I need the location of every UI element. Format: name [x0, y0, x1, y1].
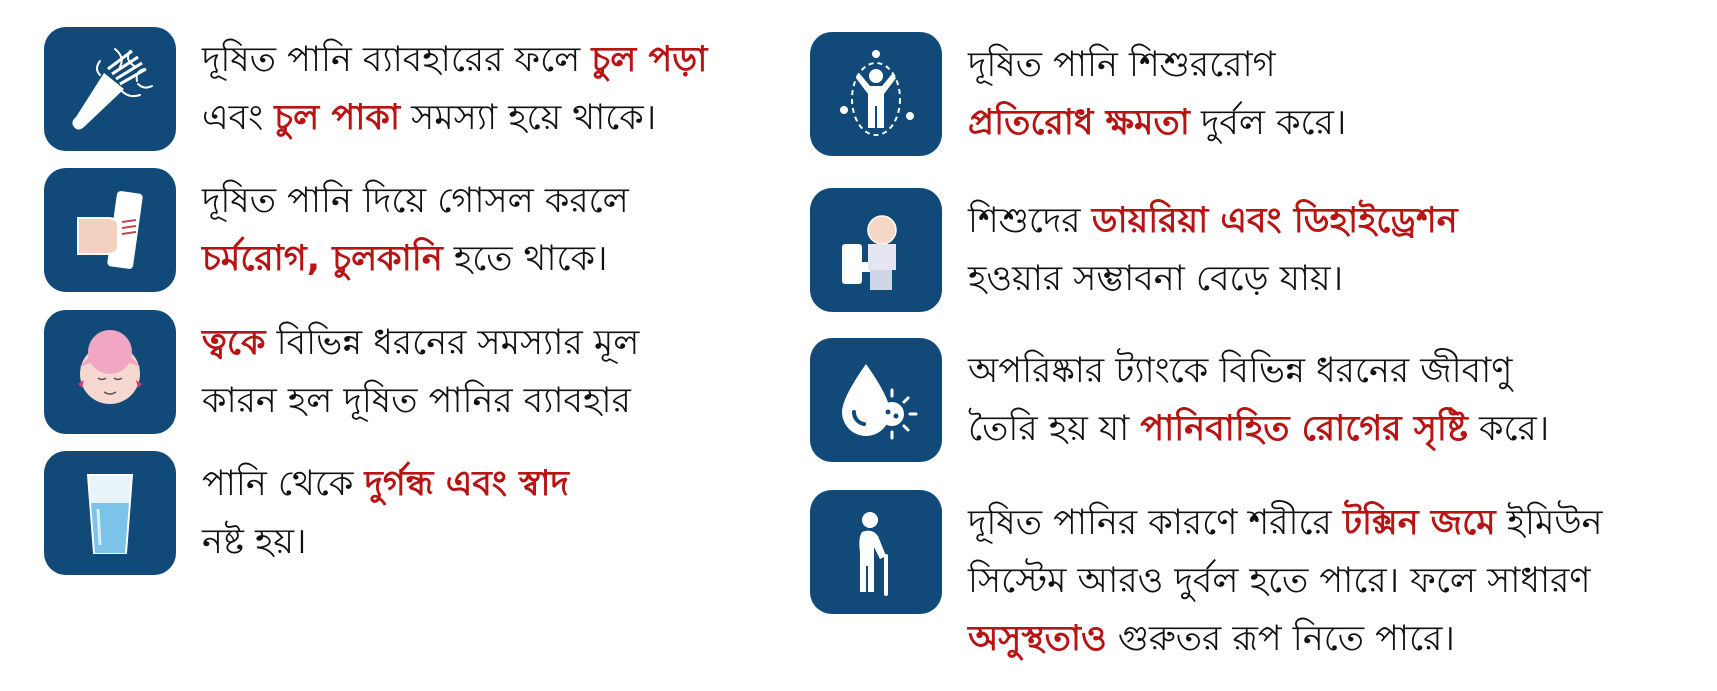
text-line: দূষিত পানির কারণে শরীরে টক্সিন জমে ইমিউন: [968, 503, 1603, 543]
text-line: দূষিত পানি দিয়ে গোসল করলে: [202, 181, 629, 221]
text-line: দূষিত পানি শিশুররোগ: [968, 45, 1276, 85]
info-text: ত্বকে বিভিন্ন ধরনের সমস্যার মূল কারন হল …: [202, 314, 639, 430]
text-line: তৈরি হয় যা পানিবাহিত রোগের সৃষ্টি করে।: [968, 409, 1550, 449]
elderly-cane-icon: [810, 490, 942, 614]
water-glass-icon: [44, 451, 176, 575]
info-item-toxins: দূষিত পানির কারণে শরীরে টক্সিন জমে ইমিউন…: [810, 490, 1603, 668]
info-text: দূষিত পানি ব্যাবহারের ফলে চুল পড়া এবং চ…: [202, 31, 707, 147]
info-item-smell-taste: পানি থেকে দুর্গন্ধ এবং স্বাদ নষ্ট হয়।: [44, 451, 569, 575]
immunity-person-icon: [810, 32, 942, 156]
info-item-diarrhea: শিশুদের ডায়রিয়া এবং ডিহাইড্রেশন হওয়ার…: [810, 188, 1458, 312]
toilet-child-icon: [810, 188, 942, 312]
info-item-immunity: দূষিত পানি শিশুররোগ প্রতিরোধ ক্ষমতা দুর্…: [810, 32, 1346, 156]
text-line: প্রতিরোধ ক্ষমতা দুর্বল করে।: [968, 103, 1347, 143]
text-line: দূষিত পানি ব্যাবহারের ফলে চুল পড়া: [202, 40, 708, 80]
info-text: অপরিষ্কার ট্যাংকে বিভিন্ন ধরনের জীবাণু ত…: [968, 342, 1549, 458]
comb-hair-icon: [44, 27, 176, 151]
info-text: দূষিত পানির কারণে শরীরে টক্সিন জমে ইমিউন…: [968, 494, 1603, 668]
text-line: অসুস্থতাও গুরুতর রূপ নিতে পারে।: [968, 619, 1455, 659]
scratching-hand-icon: [44, 168, 176, 292]
text-line: অপরিষ্কার ট্যাংকে বিভিন্ন ধরনের জীবাণু: [968, 351, 1513, 391]
info-text: শিশুদের ডায়রিয়া এবং ডিহাইড্রেশন হওয়ার…: [968, 192, 1458, 308]
text-line: ত্বকে বিভিন্ন ধরনের সমস্যার মূল: [202, 323, 640, 363]
text-line: নষ্ট হয়।: [202, 522, 307, 562]
info-item-germs: অপরিষ্কার ট্যাংকে বিভিন্ন ধরনের জীবাণু ত…: [810, 338, 1549, 462]
text-line: চর্মরোগ, চুলকানি হতে থাকে।: [202, 239, 608, 279]
text-line: পানি থেকে দুর্গন্ধ এবং স্বাদ: [202, 464, 569, 504]
info-item-skin-problems: ত্বকে বিভিন্ন ধরনের সমস্যার মূল কারন হল …: [44, 310, 639, 434]
info-text: দূষিত পানি শিশুররোগ প্রতিরোধ ক্ষমতা দুর্…: [968, 36, 1346, 152]
info-item-skin-disease: দূষিত পানি দিয়ে গোসল করলে চর্মরোগ, চুলক…: [44, 168, 629, 292]
text-line: শিশুদের ডায়রিয়া এবং ডিহাইড্রেশন: [968, 201, 1458, 241]
info-text: দূষিত পানি দিয়ে গোসল করলে চর্মরোগ, চুলক…: [202, 172, 629, 288]
info-text: পানি থেকে দুর্গন্ধ এবং স্বাদ নষ্ট হয়।: [202, 455, 569, 571]
info-item-hair-loss: দূষিত পানি ব্যাবহারের ফলে চুল পড়া এবং চ…: [44, 27, 707, 151]
text-line: সিস্টেম আরও দুর্বল হতে পারে। ফলে সাধারণ: [968, 561, 1591, 601]
text-line: হওয়ার সম্ভাবনা বেড়ে যায়।: [968, 259, 1344, 299]
text-line: এবং চুল পাকা সমস্যা হয়ে থাকে।: [202, 98, 657, 138]
face-skin-icon: [44, 310, 176, 434]
text-line: কারন হল দূষিত পানির ব্যাবহার: [202, 381, 631, 421]
water-drop-germ-icon: [810, 338, 942, 462]
